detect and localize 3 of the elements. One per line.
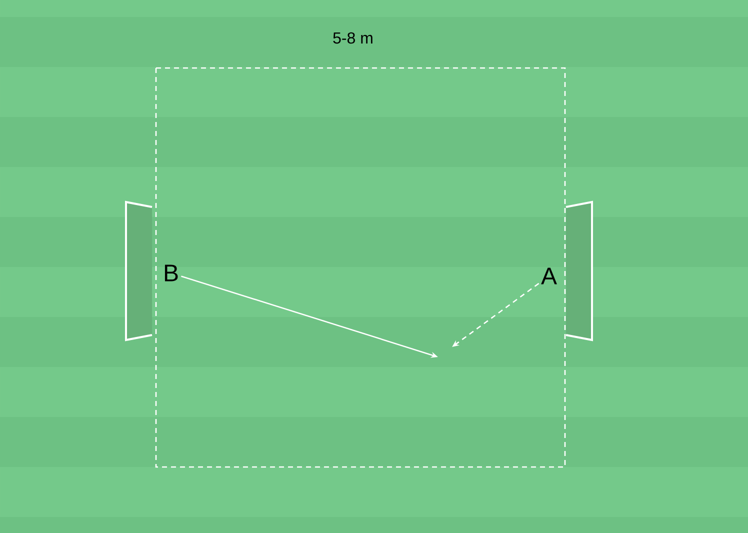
player-label: A [541,268,557,284]
dimension-label: 5-8 m [333,32,372,44]
player-label: B [164,264,178,282]
